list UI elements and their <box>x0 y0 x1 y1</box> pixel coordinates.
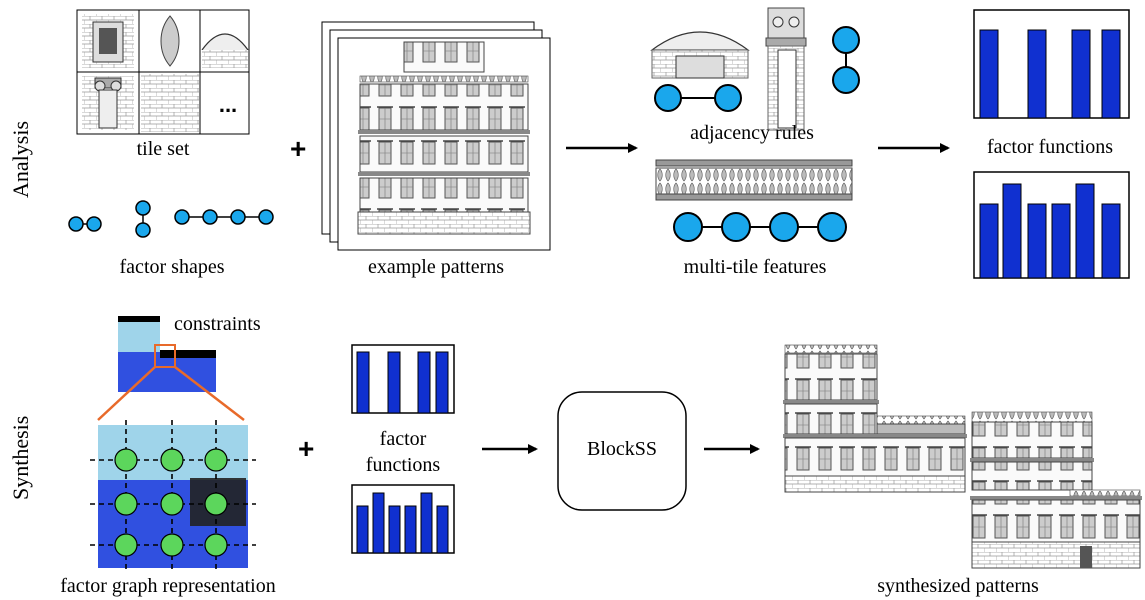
adjacency-rules-figure <box>650 7 860 131</box>
factor-function-chart-varied-large <box>973 171 1130 279</box>
blockss-label: BlockSS <box>586 438 658 460</box>
constraints-label: constraints <box>174 313 261 335</box>
factor-function-chart-varied-small <box>351 484 455 554</box>
factor-function-chart-uniform-large <box>973 9 1130 119</box>
factor-shapes-label: factor shapes <box>119 256 225 278</box>
plus-sign-synthesis: + <box>298 433 315 464</box>
multi-tile-features-figure <box>655 159 853 242</box>
factor-shapes <box>68 200 274 238</box>
constraints-figure <box>97 316 245 421</box>
factor-functions-label-synthesis-line1: factor <box>379 428 427 450</box>
factor-functions-label-synthesis-line2: functions <box>365 454 441 476</box>
factor-function-chart-uniform-small <box>351 344 455 414</box>
example-patterns-label: example patterns <box>367 256 505 278</box>
adjacency-rules-label: adjacency rules <box>690 122 814 144</box>
example-patterns-stack <box>321 21 551 251</box>
tile-ellipsis: ... <box>219 92 237 117</box>
tile-set-label: tile set <box>136 138 190 160</box>
multi-tile-features-label: multi-tile features <box>683 256 827 278</box>
plus-sign-analysis: + <box>290 133 307 164</box>
factor-graph-representation-label: factor graph representation <box>60 575 276 597</box>
factor-functions-label-analysis: factor functions <box>986 136 1114 158</box>
synthesized-patterns-label: synthesized patterns <box>877 575 1039 597</box>
blockss-box <box>557 391 687 511</box>
tile-set-grid <box>76 9 250 135</box>
factor-graph <box>90 420 256 572</box>
synthesized-patterns-figure <box>783 344 1142 569</box>
